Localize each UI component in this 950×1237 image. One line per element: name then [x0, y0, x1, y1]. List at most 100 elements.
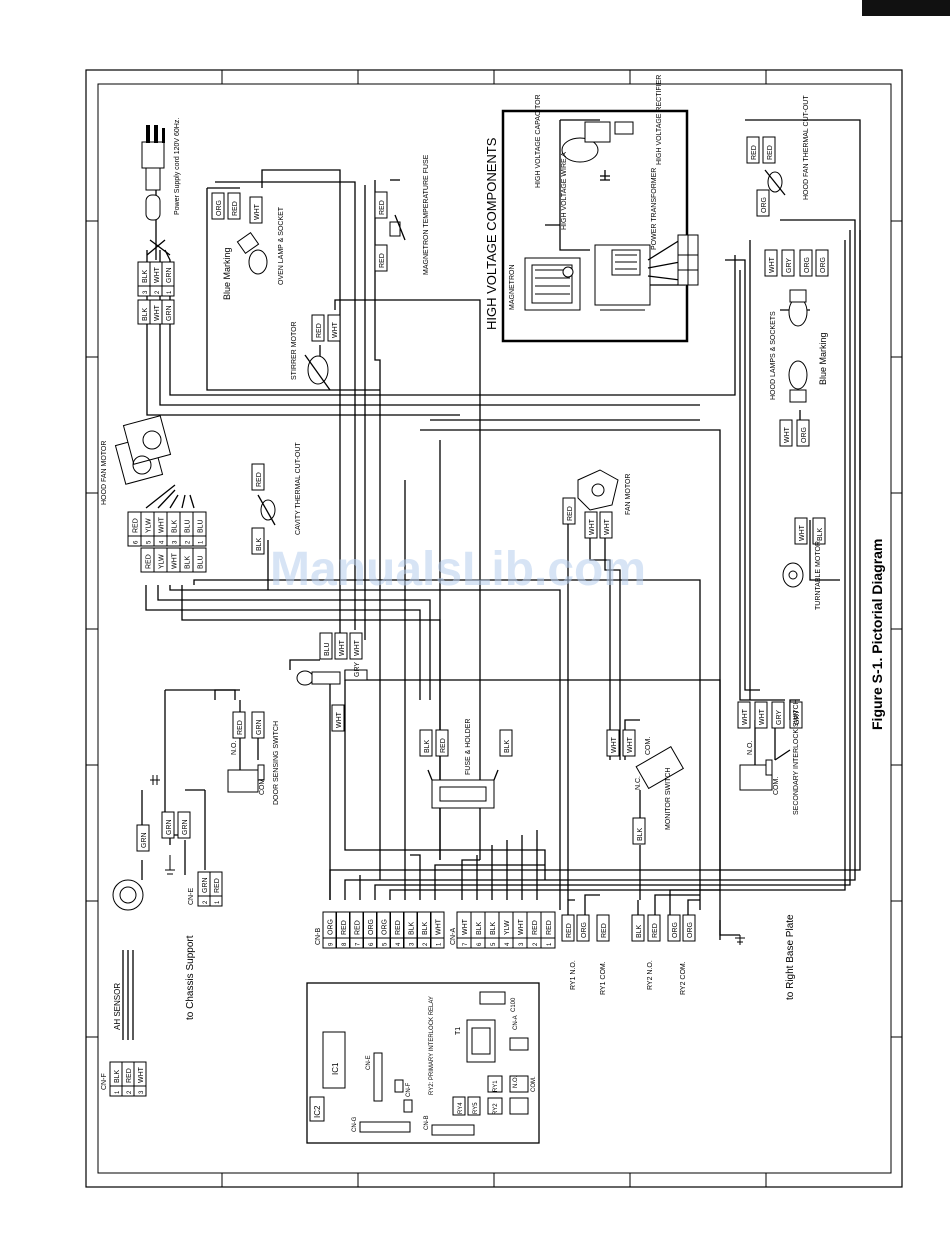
- board-t1: T1: [455, 1027, 462, 1035]
- hood-fan-left-4-pin: 4: [160, 540, 166, 544]
- hood-fan-left-4: WHT: [159, 516, 166, 533]
- lamp-wht-box: [334, 632, 348, 660]
- hood-fan-left-3-pin: 3: [173, 540, 179, 544]
- cn-e-1: RED: [214, 878, 221, 893]
- hood-fan-motor-label: HOOD FAN MOTOR: [101, 441, 108, 505]
- ry1-red: RED: [566, 923, 573, 938]
- ah-sensor-label: AH SENSOR: [113, 983, 122, 1030]
- hood-lamp-org: ORG: [804, 257, 811, 273]
- cn-a-4-pin: 4: [505, 942, 511, 946]
- plug-top-grn-pin: 1: [167, 290, 173, 294]
- hood-fan-motor: [114, 415, 172, 485]
- sec-wht-2-box: [754, 701, 768, 729]
- chassis-support-label: to Chassis Support: [185, 935, 196, 1020]
- cn-e-2-pin: 2: [203, 900, 209, 904]
- monitor-switch: [635, 746, 685, 790]
- cn-b-3-pin: 3: [410, 942, 416, 946]
- cn-f-2-pin: 2: [127, 1090, 133, 1094]
- board-ry4: RY4: [458, 1102, 464, 1114]
- magnetron-label: MAGNETRON: [509, 265, 516, 311]
- stirrer-wht: WHT: [332, 321, 339, 338]
- cn-b-7-pin: 7: [356, 942, 362, 946]
- door-grn-box: [251, 711, 265, 739]
- hv-components-label: HIGH VOLTAGE COMPONENTS: [484, 137, 499, 330]
- hood-fan-right-3: WHT: [172, 552, 179, 569]
- ry1-com-red-box: [596, 914, 610, 942]
- turntable-wht-box: [794, 517, 808, 545]
- ah-grn: GRN: [141, 832, 148, 848]
- cn-b-8-pin: 8: [342, 942, 348, 946]
- ry2-blk-box: [631, 914, 645, 942]
- hood-lamp-gry-box: [781, 249, 795, 277]
- board-cn-a: CN-A: [513, 1015, 519, 1030]
- oven-lamp: [236, 231, 268, 275]
- hood-fan-left-3: BLK: [172, 519, 179, 533]
- cn-a-3-pin: 3: [519, 942, 525, 946]
- board-cn-e: CN-E: [366, 1055, 372, 1070]
- hood-cutout-red-2-box: [762, 136, 776, 164]
- sec-gry: GRY: [776, 710, 783, 725]
- watermark: ManualsLib.com: [270, 543, 646, 596]
- lamp-blu: BLU: [324, 642, 331, 656]
- hood-fan-right-2: BLK: [185, 555, 192, 569]
- board-cn-f: CN-F: [406, 1082, 412, 1097]
- cn-f-1-pin: 1: [115, 1090, 121, 1094]
- hood-lamps-label: HOOD LAMPS & SOCKETS: [770, 311, 777, 400]
- board-no-1: N.O.: [513, 1075, 519, 1088]
- turntable-motor-label: TURNTABLE MOTOR: [815, 541, 822, 610]
- board-ry2-label: RY2: PRIMARY INTERLOCK RELAY: [429, 996, 435, 1095]
- fan-wht-1: WHT: [589, 518, 596, 535]
- ry2-blk: BLK: [636, 924, 643, 938]
- hood-lamp-org-2-box: [815, 249, 829, 277]
- ry1-no-label: RY1 N.O.: [570, 960, 577, 990]
- hood-fan-left-2-pin: 2: [186, 540, 192, 544]
- hood-lamp-wht: WHT: [769, 256, 776, 273]
- page-corner-tab: [862, 0, 950, 16]
- cn-b-4-pin: 4: [396, 942, 402, 946]
- fuse-blk: BLK: [424, 739, 431, 753]
- turntable-wht: WHT: [799, 524, 806, 541]
- ground-grn-box: [161, 811, 175, 839]
- plug-top-grn: GRN: [166, 267, 173, 283]
- fan-wht-2: WHT: [604, 518, 611, 535]
- fan-wht-2-box: [599, 511, 613, 539]
- hood-fan-thermal-cutout: [764, 169, 786, 196]
- sec-wht-2: WHT: [759, 708, 766, 725]
- stirrer-motor-label: STIRRER MOTOR: [291, 321, 298, 380]
- fuse-red-box: [435, 729, 449, 757]
- board-cn-b: CN-B: [424, 1115, 430, 1130]
- turntable-motor: [782, 562, 804, 588]
- right-base-plate-label: to Right Base Plate: [785, 914, 796, 1000]
- magnetron-fuse-label: MAGNETRON TEMPERATURE FUSE: [423, 154, 430, 275]
- lamp-wht-3-box: [331, 704, 345, 732]
- cn-a-2-pin: 2: [533, 942, 539, 946]
- hv-rectifier-label: HIGH VOLTAGE RECTIFIER: [656, 75, 663, 165]
- board-ry1: RY1: [493, 1080, 499, 1092]
- ry1-org: ORG: [581, 922, 588, 938]
- cn-a-2: RED: [532, 920, 539, 935]
- cn-a-label: CN-A: [450, 928, 457, 945]
- fuse-blk-2-box: [499, 729, 513, 757]
- ry2-org: ORG: [672, 922, 679, 938]
- hood-fan-cutout-label: HOOD FAN THERMAL CUT-OUT: [803, 95, 810, 200]
- cn-a-3: WHT: [518, 918, 525, 935]
- plug-top-wht: WHT: [154, 266, 161, 283]
- turntable-blk-box: [812, 517, 826, 545]
- cn-a-1: RED: [546, 920, 553, 935]
- cn-b-8: RED: [341, 920, 348, 935]
- cn-e-2: GRN: [202, 877, 209, 893]
- temp-fuse-red: RED: [379, 200, 386, 215]
- control-board: [306, 982, 540, 1144]
- lamp-wht-2: WHT: [354, 639, 361, 656]
- cn-f-3-pin: 3: [139, 1090, 145, 1094]
- ry2-red-box: [647, 914, 661, 942]
- magnetron-temperature-fuse: [389, 214, 406, 241]
- cn-f-3-pin-box: [133, 1085, 147, 1097]
- cavity-red: RED: [256, 472, 263, 487]
- cn-b-1-pin: 1: [437, 942, 443, 946]
- sec-gry-2: GRY: [794, 710, 801, 725]
- cn-b-3: BLK: [409, 921, 416, 935]
- hood-lamp-wht-box: [764, 249, 778, 277]
- blue-marking-label-2: Blue Marking: [818, 332, 828, 385]
- hv-capacitor: [561, 121, 634, 163]
